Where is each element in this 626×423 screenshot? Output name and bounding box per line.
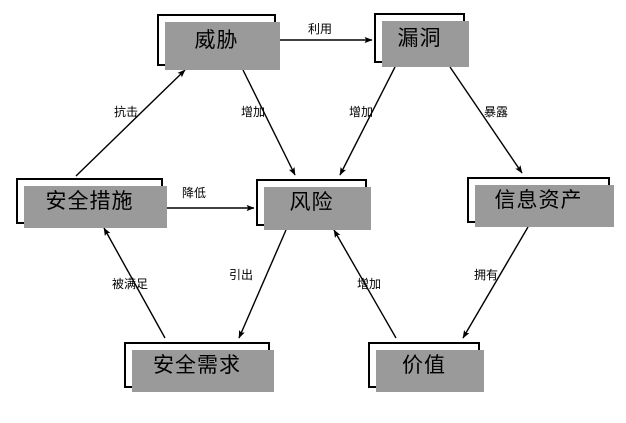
connector-vuln-exposes-asset: [449, 66, 523, 174]
connector-requirement-derives-risk: [238, 229, 287, 339]
edge-label-requirement-satisfied-control: 被满足: [112, 277, 149, 291]
node-information-asset-label: 信息资产: [494, 187, 583, 212]
node-value[interactable]: 价值: [368, 342, 484, 392]
connector-asset-owns-value: [462, 226, 529, 339]
node-vulnerability[interactable]: 漏洞: [374, 13, 469, 67]
connector-threat-increases-risk: [242, 69, 296, 176]
node-threat[interactable]: 威胁: [157, 14, 280, 70]
node-threat-label: 威胁: [194, 27, 239, 52]
node-value-label: 价值: [402, 352, 446, 377]
node-security-control-label: 安全措施: [45, 188, 134, 213]
node-security-requirement-label: 安全需求: [153, 352, 241, 377]
connector-requirement-satisfied-control: [103, 227, 166, 339]
edge-label-threat-increases-risk: 增加: [241, 105, 266, 119]
edge-label-vuln-exposes-asset: 暴露: [484, 105, 509, 119]
node-security-requirement[interactable]: 安全需求: [124, 342, 274, 392]
node-vulnerability-label: 漏洞: [397, 25, 442, 50]
connector-vuln-increases-risk: [339, 66, 396, 176]
edge-label-threat-exploits-vuln: 利用: [308, 22, 333, 36]
edge-label-control-counters-threat: 抗击: [114, 105, 139, 119]
node-risk-label: 风险: [289, 190, 334, 214]
connector-value-increases-risk: [333, 229, 397, 339]
edge-label-asset-owns-value: 拥有: [474, 268, 499, 282]
edge-label-vuln-increases-risk: 增加: [349, 105, 374, 119]
node-information-asset[interactable]: 信息资产: [467, 177, 614, 227]
edge-label-value-increases-risk: 增加: [357, 277, 382, 291]
node-security-control[interactable]: 安全措施: [16, 178, 167, 228]
connector-control-counters-threat: [75, 69, 186, 177]
edge-label-requirement-derives-risk: 引出: [229, 268, 254, 282]
edge-label-control-reduces-risk: 降低: [182, 186, 207, 200]
node-risk[interactable]: 风险: [256, 179, 371, 230]
